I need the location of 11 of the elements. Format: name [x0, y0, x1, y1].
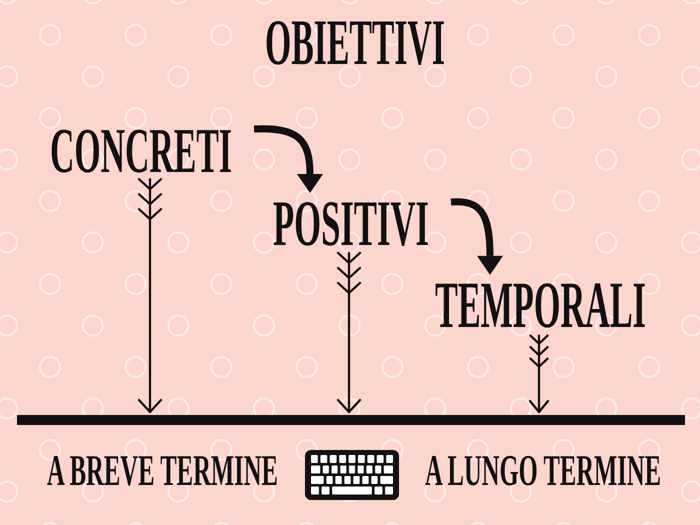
- step-label: TEMPORALI: [435, 280, 646, 333]
- title: OBIETTIVI: [265, 16, 445, 69]
- arrow: [336, 252, 362, 414]
- timeline-label: A BREVE TERMINE: [47, 452, 278, 488]
- step-label: CONCRETI: [50, 125, 232, 176]
- step-label: POSITIVI: [273, 198, 429, 250]
- arrow: [138, 178, 162, 414]
- curved-arrow: [254, 125, 323, 193]
- timeline-bar: [17, 415, 685, 425]
- timeline-label: A LUNGO TERMINE: [425, 452, 661, 488]
- arrow: [528, 334, 550, 414]
